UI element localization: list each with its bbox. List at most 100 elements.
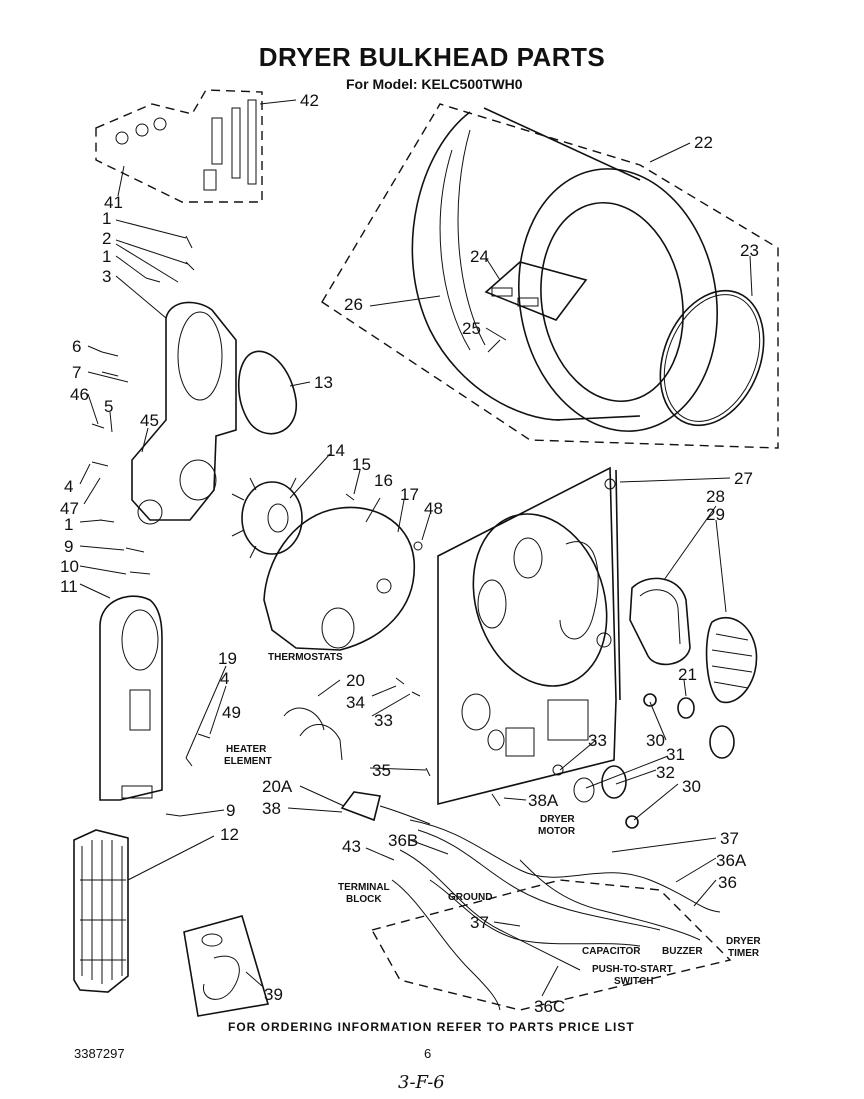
dryer-timer-label: DRYER	[726, 936, 761, 947]
capacitor-label: CAPACITOR	[582, 946, 641, 957]
callout-19: 19	[218, 649, 237, 668]
callout-5: 5	[104, 397, 113, 416]
callout-36c: 36C	[534, 997, 565, 1016]
drum-group-outline	[321, 103, 779, 449]
dryer-motor-label: DRYER	[540, 814, 575, 825]
callout-3: 3	[102, 267, 111, 286]
push-to-start-label: PUSH-TO-START	[592, 964, 673, 975]
callout-37: 37	[470, 913, 489, 932]
callout-9: 9	[64, 537, 73, 556]
terminal-block-label: BLOCK	[346, 894, 382, 905]
callout-49: 49	[222, 703, 241, 722]
hardware-group-outline	[95, 89, 263, 203]
callout-47: 47	[60, 499, 79, 518]
callout-14: 14	[326, 441, 345, 460]
callout-33: 33	[588, 731, 607, 750]
handwritten-note: 3-F-6	[398, 1072, 445, 1093]
callout-20: 20	[346, 671, 365, 690]
dryer-drum	[411, 107, 718, 432]
buzzer-label: BUZZER	[662, 946, 703, 957]
callout-33: 33	[374, 711, 393, 730]
model-subtitle: For Model: KELC500TWH0	[346, 76, 523, 92]
heater-element-label: ELEMENT	[224, 756, 272, 767]
callout-2: 2	[102, 229, 111, 248]
callout-23: 23	[740, 241, 759, 260]
thermostats-label: THERMOSTATS	[268, 652, 343, 663]
terminal-block-label: TERMINAL	[338, 882, 390, 893]
ordering-footnote: FOR ORDERING INFORMATION REFER TO PARTS …	[228, 1020, 635, 1034]
callout-11: 11	[60, 577, 78, 596]
front-panel-housing	[131, 301, 237, 525]
callout-28: 28	[706, 487, 725, 506]
callout-1: 1	[102, 209, 111, 228]
fasteners	[91, 235, 501, 817]
heater-element-label: HEATER	[226, 744, 267, 755]
hardware-parts	[115, 99, 257, 191]
lint-screen-grille	[705, 616, 758, 704]
callout-46: 46	[70, 385, 89, 404]
callout-35: 35	[372, 761, 391, 780]
heater-box-duct	[99, 595, 163, 801]
component-labels: THERMOSTATS HEATER ELEMENT DRYER MOTOR T…	[224, 652, 761, 987]
blower-seal	[237, 350, 297, 435]
page-number: 6	[424, 1046, 432, 1061]
callout-30: 30	[682, 777, 701, 796]
exhaust-seal	[629, 577, 691, 666]
document-number: 3387297	[74, 1046, 125, 1061]
heater-element	[73, 829, 129, 993]
callout-17: 17	[400, 485, 419, 504]
callout-7: 7	[72, 363, 81, 382]
callout-38: 38	[262, 799, 281, 818]
callout-31: 31	[666, 745, 685, 764]
callout-37: 37	[720, 829, 739, 848]
callout-21: 21	[678, 665, 697, 684]
leader-lines	[79, 99, 753, 997]
callout-38a: 38A	[528, 791, 559, 810]
callout-32: 32	[656, 763, 675, 782]
callout-36a: 36A	[716, 851, 747, 870]
callout-16: 16	[374, 471, 393, 490]
callout-41: 41	[104, 193, 123, 212]
callout-numbers: 42 41 1 2 1 3 22 23 24 25 26 6 7 46 5 45…	[60, 91, 759, 1016]
power-cord	[283, 707, 431, 825]
rear-bulkhead	[437, 466, 621, 806]
kit-39	[183, 915, 270, 1017]
callout-24: 24	[470, 247, 489, 266]
callout-30: 30	[646, 731, 665, 750]
callout-4: 4	[64, 477, 73, 496]
callout-29: 29	[706, 505, 725, 524]
drum-seal-ring	[659, 289, 765, 427]
callout-13: 13	[314, 373, 333, 392]
callout-39: 39	[264, 985, 283, 1004]
wiring-harness	[370, 819, 732, 1011]
callout-15: 15	[352, 455, 371, 474]
callout-10: 10	[60, 557, 79, 576]
callout-36: 36	[718, 873, 737, 892]
dryer-motor-label: MOTOR	[538, 826, 576, 837]
callout-34: 34	[346, 693, 365, 712]
callout-9: 9	[226, 801, 235, 820]
ground-label: GROUND	[448, 892, 492, 903]
callout-1: 1	[102, 247, 111, 266]
callout-36b: 36B	[388, 831, 418, 850]
push-to-start-label: SWITCH	[614, 976, 653, 987]
callout-20a: 20A	[262, 777, 293, 796]
callout-26: 26	[344, 295, 363, 314]
blower-housing	[263, 506, 423, 651]
callout-4: 4	[220, 669, 229, 688]
callout-12: 12	[220, 825, 239, 844]
callout-42: 42	[300, 91, 319, 110]
dryer-timer-label: TIMER	[728, 948, 760, 959]
callout-25: 25	[462, 319, 481, 338]
drive-motor-parts	[552, 693, 735, 829]
callout-6: 6	[72, 337, 81, 356]
blower-wheel	[231, 477, 303, 559]
callout-1: 1	[64, 515, 73, 534]
callout-22: 22	[694, 133, 713, 152]
page-title: DRYER BULKHEAD PARTS	[258, 42, 606, 72]
callout-43: 43	[342, 837, 361, 856]
callout-27: 27	[734, 469, 753, 488]
callout-45: 45	[140, 411, 159, 430]
callout-48: 48	[424, 499, 443, 518]
